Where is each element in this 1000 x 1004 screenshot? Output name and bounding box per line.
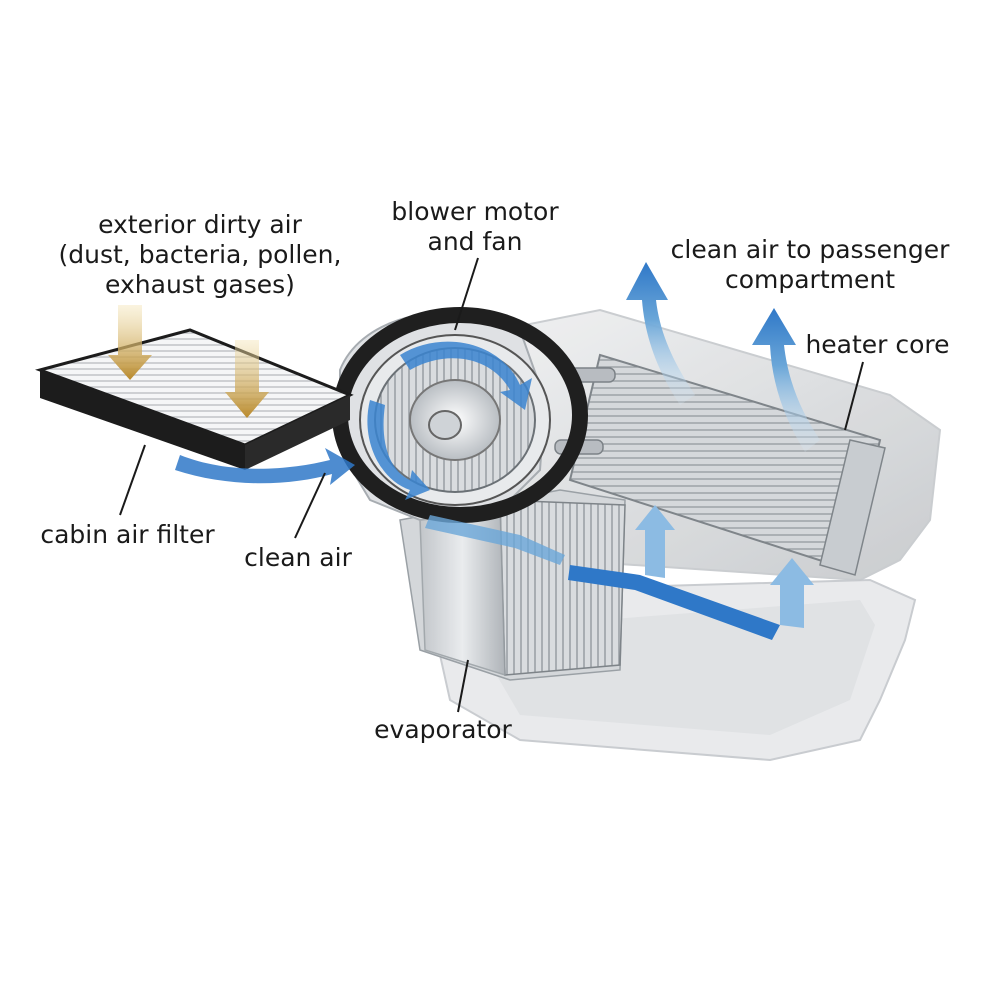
label-heater-core: heater core	[800, 330, 955, 360]
label-clean-air: clean air	[238, 543, 358, 573]
clean-air-flow-arrow	[175, 448, 355, 485]
clean-air-text: clean air	[244, 543, 352, 572]
leader-cabin-filter	[119, 444, 146, 516]
blower-rotation-arrow-top	[400, 341, 532, 410]
evaporator-flow-arrow	[425, 515, 565, 565]
heater-core-part	[554, 353, 886, 576]
evaporator-text: evaporator	[374, 715, 512, 744]
dirty-air-line-2: (dust, bacteria, pollen,	[58, 240, 342, 269]
upflow-arrow-left	[635, 505, 675, 578]
leader-clean-air	[294, 472, 326, 539]
leader-lines	[119, 257, 864, 713]
clean-to-cabin-line-1: clean air to passenger	[670, 235, 950, 264]
leader-blower	[454, 257, 479, 331]
exit-arrow-left	[626, 262, 695, 405]
bottom-flow-arrow	[568, 565, 780, 640]
label-evaporator: evaporator	[368, 715, 518, 745]
dirty-air-arrows	[108, 305, 269, 418]
label-blower-motor: blower motor and fan	[375, 197, 575, 257]
clean-to-cabin-line-2: compartment	[724, 265, 896, 294]
blower-line-1: blower motor	[391, 197, 559, 226]
heater-core-text: heater core	[805, 330, 950, 359]
label-clean-air-to-cabin: clean air to passenger compartment	[660, 235, 960, 295]
dirty-air-line-1: exterior dirty air	[98, 210, 302, 239]
cabin-filter-text: cabin air filter	[40, 520, 215, 549]
dirty-air-line-3: exhaust gases)	[105, 270, 295, 299]
leader-evaporator	[457, 659, 469, 713]
blower-rotation-arrow-bottom	[367, 400, 430, 500]
label-exterior-dirty-air: exterior dirty air (dust, bacteria, poll…	[40, 210, 360, 300]
leader-heater-core	[844, 361, 864, 431]
upflow-arrow-right	[770, 558, 814, 628]
label-cabin-air-filter: cabin air filter	[30, 520, 225, 550]
exit-arrow-right	[752, 308, 820, 452]
blower-line-2: and fan	[427, 227, 523, 256]
cabin-air-filter-part	[35, 328, 354, 470]
